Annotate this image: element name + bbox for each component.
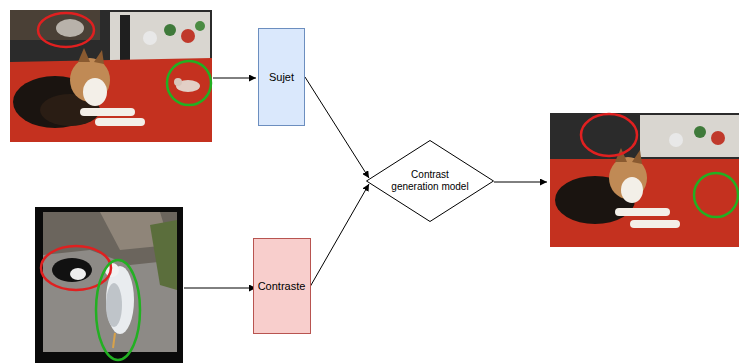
- contrast-photo: [35, 207, 183, 363]
- contrast-box: Contraste: [253, 238, 311, 334]
- subject-photo: [10, 10, 212, 142]
- output-photo: [550, 113, 739, 247]
- node-label: Sujet: [269, 71, 294, 84]
- picture-arrows: [184, 78, 547, 288]
- node-label: Contrast generation model: [387, 169, 473, 193]
- connector-arrow: [311, 184, 370, 286]
- connector-arrow: [305, 77, 369, 178]
- subject-box: Sujet: [258, 28, 305, 126]
- decision-diamond: Contrast generation model: [366, 140, 494, 222]
- node-label: Contraste: [258, 280, 306, 293]
